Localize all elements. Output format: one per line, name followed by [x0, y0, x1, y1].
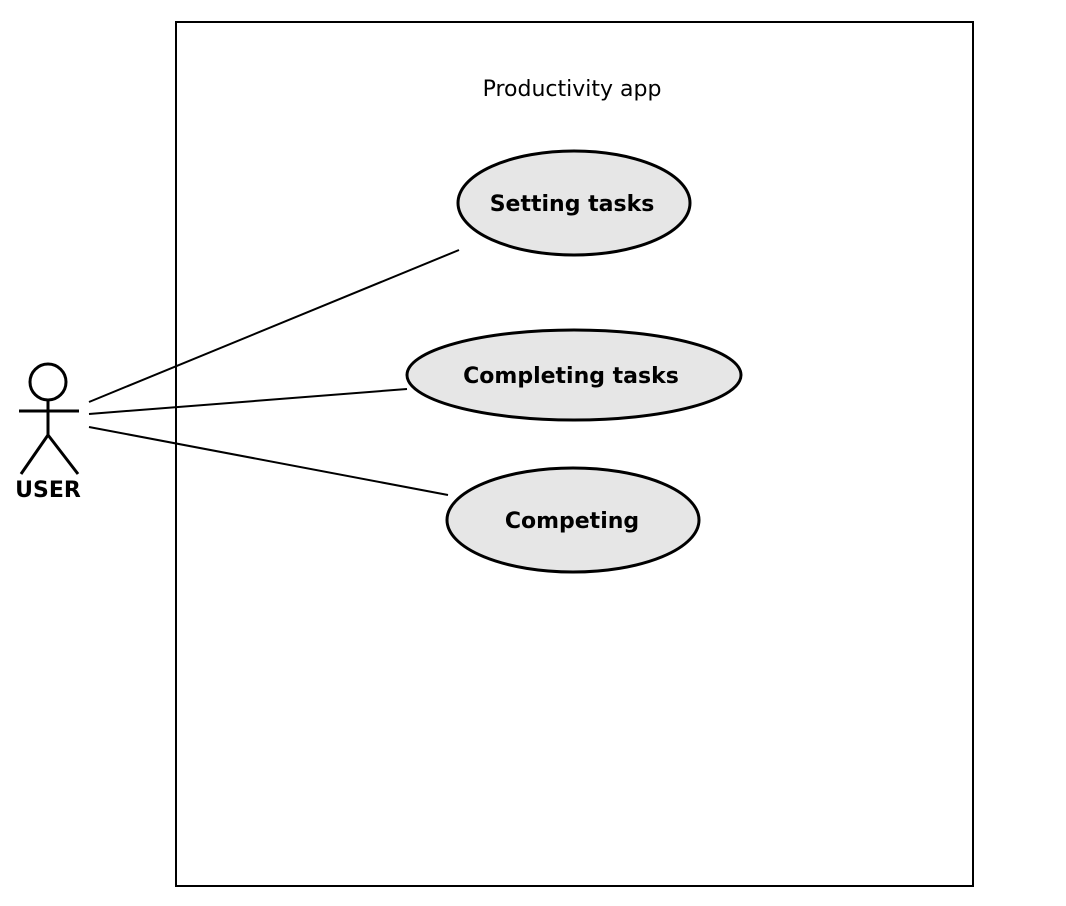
association-line-setting-tasks — [88, 249, 460, 403]
association-line-competing — [88, 426, 449, 496]
use-case-label: Setting tasks — [490, 192, 655, 217]
use-case-completing-tasks[interactable]: Completing tasks — [405, 328, 743, 422]
use-case-label: Competing — [505, 509, 639, 534]
system-title: Productivity app — [483, 77, 662, 102]
actor-user[interactable]: USER — [15, 362, 81, 503]
actor-left-leg — [19, 434, 50, 475]
stick-figure-icon — [19, 362, 80, 475]
system-boundary — [175, 21, 974, 887]
actor-label: USER — [15, 478, 81, 503]
use-case-competing[interactable]: Competing — [445, 466, 701, 574]
use-case-ellipse — [405, 328, 743, 422]
use-case-setting-tasks[interactable]: Setting tasks — [456, 149, 692, 257]
use-case-ellipse — [456, 149, 692, 257]
association-line-completing-tasks — [88, 388, 408, 415]
use-case-ellipse — [445, 466, 701, 574]
actor-head — [28, 362, 68, 402]
actor-right-leg — [46, 434, 80, 475]
use-case-label: Completing tasks — [463, 364, 679, 389]
